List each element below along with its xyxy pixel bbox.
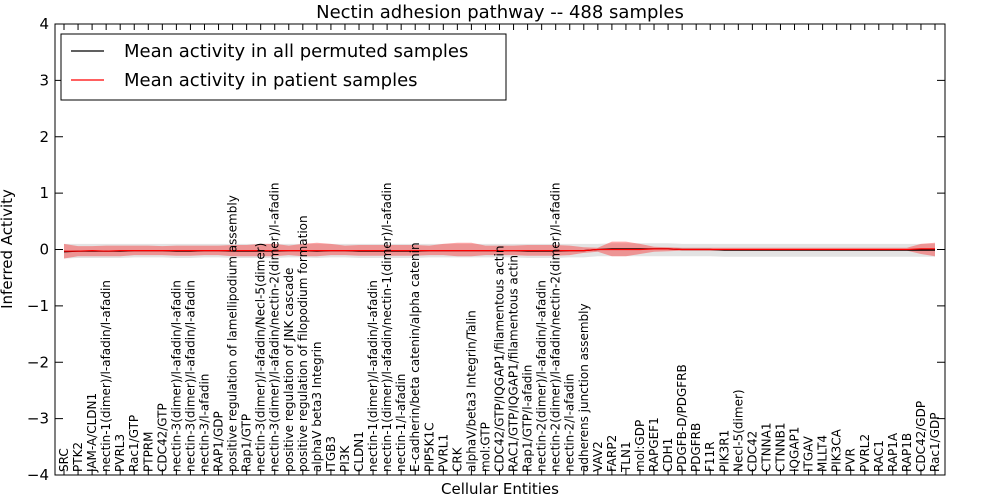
line-series-1 bbox=[64, 248, 935, 252]
category-label: MLLT4 bbox=[816, 435, 830, 472]
category-label: positive regulation of JNK cascade bbox=[282, 268, 296, 472]
category-label: Necl-5(dimer) bbox=[731, 389, 745, 472]
category-label: ITGB3 bbox=[324, 436, 338, 472]
category-label: adherens junction assembly bbox=[577, 303, 591, 472]
category-label: CRK bbox=[450, 446, 464, 472]
y-tick-label: 2 bbox=[39, 128, 49, 146]
category-label: VAV2 bbox=[591, 441, 605, 472]
category-label: Rac1/GDP bbox=[928, 413, 942, 472]
category-label: positive regulation of lamellipodium ass… bbox=[226, 195, 240, 472]
legend-box bbox=[60, 33, 507, 101]
category-label: nectin-3/l-afadin bbox=[198, 374, 212, 472]
category-label: TLN1 bbox=[619, 441, 633, 473]
category-label: RAC1 bbox=[872, 440, 886, 472]
category-label: positive regulation of filopodium format… bbox=[296, 215, 310, 472]
category-label: CDH1 bbox=[661, 438, 675, 472]
category-label: nectin-1/l-afadin bbox=[394, 374, 408, 472]
category-label: nectin-1(dimer)/l-afadin/nectin-1(dimer)… bbox=[380, 183, 394, 472]
category-label: RAPGEF1 bbox=[647, 417, 661, 472]
category-label: CDC42/GDP bbox=[914, 401, 928, 472]
y-tick-label: −1 bbox=[27, 297, 49, 315]
y-axis-label: Inferred Activity bbox=[0, 189, 16, 309]
x-axis-label: Cellular Entities bbox=[441, 480, 559, 498]
category-label: PTK2 bbox=[71, 442, 85, 472]
category-label: RAP1/GDP bbox=[212, 411, 226, 472]
category-label: RAP1A bbox=[886, 432, 900, 472]
category-label: PIP5K1C bbox=[422, 422, 436, 472]
category-label: PDGFRB bbox=[689, 423, 703, 472]
category-label: mol:GDP bbox=[633, 420, 647, 472]
category-label: IQGAP1 bbox=[788, 427, 802, 472]
x-axis-ticks bbox=[63, 24, 936, 475]
category-label: CLDN1 bbox=[352, 431, 366, 472]
category-label: alphaV/beta3 Integrin/Talin bbox=[464, 310, 478, 472]
category-label: PI3K bbox=[338, 445, 352, 472]
category-label: nectin-3(dimer)/l-afadin/l-afadin bbox=[169, 280, 183, 472]
y-tick-label: 4 bbox=[39, 15, 49, 33]
y-tick-label: 0 bbox=[39, 241, 49, 259]
category-label: CDC42 bbox=[745, 431, 759, 472]
y-tick-label: 3 bbox=[39, 71, 49, 89]
category-label: PVRL2 bbox=[858, 434, 872, 472]
category-label: PVR bbox=[844, 448, 858, 472]
category-label: CDC42/GTP bbox=[155, 403, 169, 472]
category-label: Rap1/GTP bbox=[240, 414, 254, 472]
category-label: CDC42/GTP/IQGAP1/filamentous actin bbox=[493, 246, 507, 472]
category-label: RAC1/GTP/IQGAP1/filamentous actin bbox=[507, 255, 521, 472]
y-tick-label: −3 bbox=[27, 410, 49, 428]
legend: Mean activity in all permuted samplesMea… bbox=[60, 33, 507, 101]
category-label: nectin-3(dimer)/l-afadin/nectin-2(dimer)… bbox=[268, 183, 282, 472]
category-label: nectin-1(dimer)/l-afadin/l-afadin bbox=[366, 280, 380, 472]
category-label: PIK3R1 bbox=[717, 430, 731, 472]
category-label: FARP2 bbox=[605, 435, 619, 472]
category-label: Rac1/GTP bbox=[127, 415, 141, 472]
category-label: nectin-3(dimer)/l-afadin/l-afadin bbox=[183, 280, 197, 472]
category-label: CTNNB1 bbox=[774, 422, 788, 472]
category-label: SRC bbox=[57, 448, 71, 472]
category-label: E-cadherin/beta catenin/alpha catenin bbox=[408, 242, 422, 472]
category-label: ITGAV bbox=[802, 435, 816, 472]
category-label: PIK3CA bbox=[830, 428, 844, 472]
category-label: nectin-3(dimer)/l-afadin/Necl-5(dimer) bbox=[254, 243, 268, 472]
category-label: PVRL1 bbox=[436, 434, 450, 472]
legend-entry: Mean activity in all permuted samples bbox=[124, 41, 468, 62]
series-lines bbox=[63, 248, 935, 253]
category-label: F11R bbox=[703, 441, 717, 472]
category-label: PDGFB-D/PDGFRB bbox=[675, 364, 689, 472]
category-label: alphaV beta3 Integrin bbox=[310, 341, 324, 472]
category-label: Rap1/GTP/l-afadin bbox=[521, 365, 535, 472]
y-tick-label: −4 bbox=[27, 466, 49, 484]
y-tick-label: −2 bbox=[27, 353, 49, 371]
plot-frame bbox=[54, 23, 946, 476]
category-label: nectin-1(dimer)/l-afadin/l-afadin bbox=[99, 280, 113, 472]
category-label: JAM-A/CLDN1 bbox=[85, 393, 99, 473]
category-label: nectin-2(dimer)/l-afadin/l-afadin bbox=[535, 280, 549, 472]
y-tick-label: 1 bbox=[39, 184, 49, 202]
legend-entry: Mean activity in patient samples bbox=[124, 70, 418, 91]
category-label: PTPRM bbox=[141, 432, 155, 473]
category-label: mol:GTP bbox=[479, 422, 493, 472]
category-label: CTNNA1 bbox=[759, 422, 773, 472]
category-label: RAP1B bbox=[900, 433, 914, 472]
category-label: nectin-2(dimer)/l-afadin/nectin-2(dimer)… bbox=[549, 183, 563, 472]
y-axis-ticks: −4 −3 −2 −1 0 1 2 3 4 bbox=[27, 15, 945, 484]
category-label: nectin-2/l-afadin bbox=[563, 374, 577, 472]
chart-title: Nectin adhesion pathway -- 488 samples bbox=[316, 2, 684, 23]
category-label: PVRL3 bbox=[113, 434, 127, 472]
